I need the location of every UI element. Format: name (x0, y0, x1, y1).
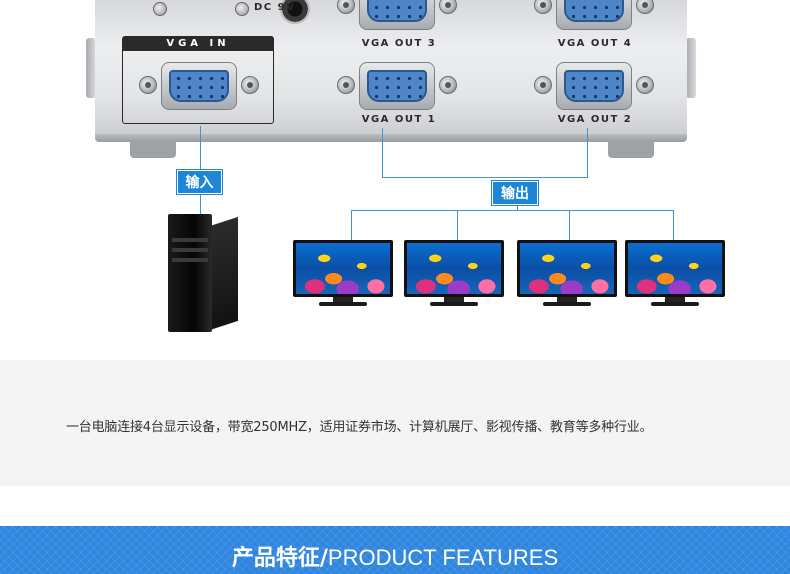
device-mount-ear-left (86, 38, 96, 98)
banner-title-cn: 产品特征/ (231, 546, 328, 571)
pc-drive-bay (172, 258, 208, 262)
vga-out-4-label: VGA OUT 4 (557, 38, 633, 49)
output-line (382, 177, 588, 178)
pc-tower-side (210, 216, 238, 330)
output-line (382, 128, 383, 177)
output-line (673, 210, 674, 242)
monitor-icon (517, 240, 617, 306)
product-features-banner: 产品特征/PRODUCT FEATURES (0, 526, 790, 574)
vga-in-panel: VGA IN (122, 36, 274, 124)
connection-diagram: DC 9V VGA IN VGA OUT 3 VGA OUT 4 VGA OUT… (86, 0, 725, 332)
output-line (457, 210, 458, 242)
monitor-icon (404, 240, 504, 306)
output-line (351, 210, 352, 242)
device-mount-ear-right (686, 38, 696, 98)
description-text: 一台电脑连接4台显示设备，带宽250MHZ，适用证券市场、计算机展厅、影视传播、… (66, 420, 653, 435)
output-line (517, 205, 518, 210)
vga-out-1-label: VGA OUT 1 (361, 114, 437, 125)
vga-out-2-label: VGA OUT 2 (557, 114, 633, 125)
description-section: 一台电脑连接4台显示设备，带宽250MHZ，适用证券市场、计算机展厅、影视传播、… (0, 360, 790, 486)
vga-out-4-port-icon (534, 0, 654, 32)
input-line (200, 126, 201, 170)
vga-out-3-label: VGA OUT 3 (361, 38, 437, 49)
device-foot (608, 140, 654, 158)
input-tag: 输入 (177, 170, 222, 194)
pc-drive-bay (172, 238, 208, 242)
banner-title: 产品特征/PRODUCT FEATURES (0, 540, 790, 572)
input-line (200, 194, 201, 216)
device-foot (130, 140, 176, 158)
banner-title-en: PRODUCT FEATURES (327, 545, 559, 570)
monitor-icon (293, 240, 393, 306)
pc-tower-icon (168, 214, 212, 332)
power-jack-icon (280, 0, 310, 24)
device-bottom-edge (95, 134, 687, 142)
output-line (569, 210, 570, 242)
vga-in-label: VGA IN (123, 37, 273, 51)
power-label: DC 9V (254, 2, 296, 13)
output-line (351, 210, 674, 211)
output-line (587, 128, 588, 177)
pc-drive-bay (172, 248, 208, 252)
monitor-icon (625, 240, 725, 306)
vga-out-3-port-icon (337, 0, 457, 32)
output-tag: 输出 (492, 181, 538, 205)
vga-out-2-port-icon (534, 60, 654, 112)
panel-screw-icon (235, 2, 249, 16)
panel-screw-icon (153, 2, 167, 16)
vga-in-port-icon (139, 60, 259, 112)
vga-out-1-port-icon (337, 60, 457, 112)
